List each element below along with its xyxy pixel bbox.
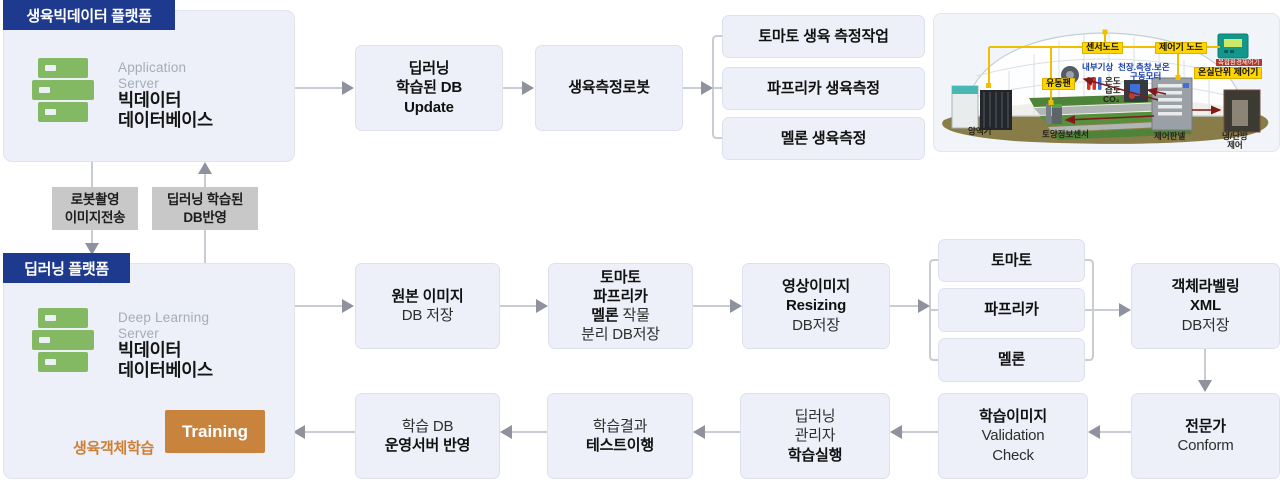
motor-label-line2: 구동모터	[1130, 71, 1162, 81]
unit-controller-label: 온실단위 제어기	[1194, 67, 1263, 79]
test-execution-box: 학습결과 테스트이행	[547, 393, 693, 479]
big-data-platform-badge: 생육빅데이터 플랫폼	[3, 0, 175, 30]
soil-sensor-graphic	[1046, 104, 1062, 124]
nutrient-machine-graphic	[951, 85, 1012, 130]
server-icon	[32, 308, 94, 372]
object-labeling-xml-box: 객체라벨링 XML DB저장	[1131, 263, 1280, 349]
env-controller-label: 복합환경제어기	[1216, 59, 1262, 67]
deep-learning-platform-badge: 딥러닝 플랫폼	[3, 253, 130, 283]
deploy-db-box: 학습 DB 운영서버 반영	[355, 393, 500, 479]
crop-melon-box: 멜론	[938, 338, 1085, 382]
big-data-database-label: 빅데이터 데이터베이스	[118, 340, 213, 381]
control-arrows	[1064, 77, 1222, 125]
task-paprika-box: 파프리카 생육측정	[722, 67, 925, 110]
hvac-graphic	[1223, 89, 1261, 133]
sensor-node-label: 센서노드	[1082, 42, 1124, 54]
deep-learning-server-label: Deep Learning Server	[118, 310, 210, 341]
big-data-platform-title: 생육빅데이터 플랫폼	[26, 7, 152, 25]
co2-label: CO₂	[1103, 94, 1120, 104]
image-resizing-db-box: 영상이미지 Resizing DB저장	[742, 263, 890, 349]
big-data-database-label: 빅데이터 데이터베이스	[118, 90, 213, 131]
growth-robot-box: 생육측정로봇	[535, 45, 683, 131]
soil-sensor-label: 토양정보센서	[1042, 129, 1089, 139]
fan-label: 유동팬	[1042, 78, 1075, 90]
server-icon	[32, 58, 94, 122]
control-panel-graphic	[1151, 77, 1193, 131]
training-box: Training	[165, 410, 265, 453]
learning-run-box: 딥러닝 관리자 학습실행	[740, 393, 890, 479]
expert-conform-box: 전문가 Conform	[1131, 393, 1280, 479]
deep-learning-platform-title: 딥러닝 플랫폼	[24, 260, 109, 278]
robot-image-transfer-label: 로봇촬영 이미지전송	[52, 187, 138, 230]
trained-db-apply-label: 딥러닝 학습된 DB반영	[152, 187, 258, 230]
validation-check-box: 학습이미지 Validation Check	[938, 393, 1088, 479]
task-melon-box: 멜론 생육측정	[722, 117, 925, 160]
drive-motor-graphic	[1124, 80, 1148, 102]
greenhouse-illustration: 센서노드 제어기 노드 온실단위 제어기 복합환경제어기 내부기상 천장.측창.…	[933, 13, 1280, 152]
env-controller-graphic	[1217, 33, 1249, 59]
temperature-label: 온도	[1105, 76, 1121, 86]
motor-label-line1: 천장.측창.보온	[1118, 62, 1170, 72]
original-image-db-box: 원본 이미지 DB 저장	[355, 263, 500, 349]
db-update-box: 딥러닝 학습된 DB Update	[355, 45, 503, 131]
application-server-label: Application Server	[118, 60, 187, 91]
humidity-label: 습도	[1105, 85, 1121, 95]
crop-tomato-box: 토마토	[938, 239, 1085, 282]
nutrient-machine-label: 양액기	[968, 126, 992, 136]
control-panel-label: 제어판넬	[1154, 131, 1186, 141]
indoor-weather-label: 내부기상	[1082, 62, 1114, 72]
task-tomato-box: 토마토 생육 측정작업	[722, 15, 925, 58]
greenhouse-graphic	[942, 29, 1269, 144]
controller-node-label: 제어기 노드	[1155, 42, 1207, 54]
growth-object-learning-label: 생육객체학습	[73, 440, 155, 457]
crop-paprika-box: 파프리카	[938, 288, 1085, 332]
